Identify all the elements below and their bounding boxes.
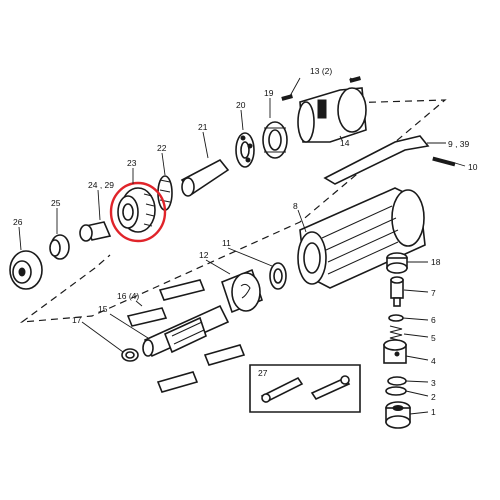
part-19-ring	[262, 121, 288, 159]
callout-4: 4	[431, 356, 436, 366]
part-2-o-ring	[385, 386, 407, 396]
callout-18: 18	[431, 257, 441, 267]
callout-6: 6	[431, 315, 436, 325]
part-6-o-ring	[388, 314, 404, 322]
part-17-washer	[121, 348, 139, 362]
part-13-pins	[281, 76, 361, 101]
callout-23: 23	[127, 158, 137, 168]
part-21-shaft	[180, 158, 230, 197]
callout-13: 13 (2)	[310, 66, 332, 76]
part-25-nut	[49, 234, 70, 260]
callout-19: 19	[264, 88, 274, 98]
callout-7: 7	[431, 288, 436, 298]
part-23-housing	[117, 187, 156, 233]
part-5-spring	[389, 325, 403, 342]
callout-17: 17	[72, 315, 82, 325]
part-20-bearing	[235, 132, 255, 168]
callout-20: 20	[236, 100, 246, 110]
callout-24-29: 24 , 29	[88, 180, 114, 190]
part-9-lever	[323, 135, 430, 185]
part-8-main-housing	[297, 187, 426, 289]
callout-9-39: 9 , 39	[448, 139, 470, 149]
callout-27: 27	[258, 368, 268, 378]
callout-3: 3	[431, 378, 436, 388]
part-18-plug	[386, 252, 408, 274]
callout-21: 21	[198, 122, 208, 132]
highlight-circle	[109, 181, 167, 243]
part-10-pin	[432, 156, 456, 167]
callout-14: 14	[340, 138, 350, 148]
part-24-spindle	[79, 221, 112, 242]
callout-15: 15	[98, 304, 108, 314]
callout-8: 8	[293, 201, 298, 211]
part-26-cap	[9, 250, 43, 290]
part-14-cylinder	[297, 87, 367, 143]
callout-10: 10	[468, 162, 478, 172]
callout-2: 2	[431, 392, 436, 402]
assembly-boundary-line	[19, 99, 447, 323]
callout-5: 5	[431, 333, 436, 343]
callout-22: 22	[157, 143, 167, 153]
callout-12: 12	[199, 250, 209, 260]
part-11-bearing	[269, 262, 287, 290]
callout-26: 26	[13, 217, 23, 227]
part-27-tool-kit	[249, 364, 361, 413]
callout-25: 25	[51, 198, 61, 208]
callout-11: 11	[222, 238, 231, 248]
part-15-rotor	[142, 304, 230, 358]
part-3-washer	[387, 376, 407, 386]
part-4-bushing	[383, 339, 407, 364]
callout-1: 1	[431, 407, 436, 417]
part-7-valve	[390, 276, 404, 307]
part-16-blades	[126, 279, 246, 393]
callout-16: 16 (4)	[117, 291, 139, 301]
part-1-inlet	[385, 401, 411, 429]
part-12-cylinder	[221, 268, 263, 314]
